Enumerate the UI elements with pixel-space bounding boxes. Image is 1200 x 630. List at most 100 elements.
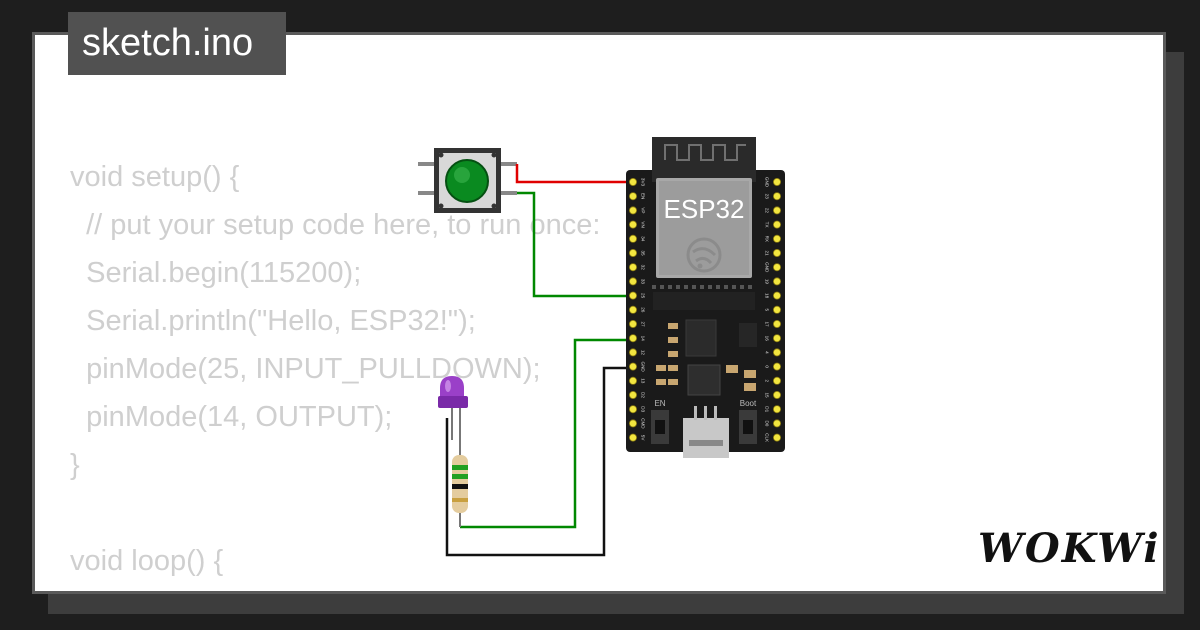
en-label: EN — [654, 399, 665, 408]
left-header-pin-label: 14 — [641, 336, 646, 342]
left-header-pin[interactable] — [629, 362, 638, 371]
right-header-pin[interactable] — [773, 348, 782, 357]
left-header-pin[interactable] — [629, 376, 638, 385]
right-header-pin-label: 16 — [765, 336, 770, 342]
left-header-pin-label: 34 — [641, 236, 646, 242]
right-header-pin-label: 17 — [765, 321, 770, 327]
left-header-pin-label: VP — [641, 207, 646, 213]
left-header-pin[interactable] — [629, 419, 638, 428]
right-header-pin[interactable] — [773, 277, 782, 286]
right-header-pin-label: GND — [765, 262, 770, 273]
right-header-pin-label: 18 — [765, 293, 770, 299]
esp32-board[interactable]: ESP32 EN Boot — [626, 137, 785, 458]
right-header-pin-label: TX — [765, 222, 770, 228]
right-header-pin[interactable] — [773, 405, 782, 414]
espressif-logo-icon — [686, 237, 722, 273]
wire-green-button — [517, 191, 633, 298]
left-header-pin-label: 26 — [641, 307, 646, 313]
left-header-pin[interactable] — [629, 263, 638, 272]
left-header-pin[interactable] — [629, 390, 638, 399]
right-header-pin[interactable] — [773, 177, 782, 186]
right-header-pin-label: 22 — [765, 208, 770, 214]
left-header-pin-label: GND — [641, 361, 646, 372]
right-header-pin[interactable] — [773, 390, 782, 399]
code-preview: void setup() { // put your setup code he… — [70, 153, 665, 591]
right-header-pin-label: 5 — [765, 309, 770, 312]
left-header-pin[interactable] — [629, 305, 638, 314]
right-header-pin[interactable] — [773, 433, 782, 442]
left-header-pin[interactable] — [629, 220, 638, 229]
right-header-pin-label: 2 — [765, 380, 770, 383]
code-line: void loop() { — [70, 545, 224, 577]
left-header-pin[interactable] — [629, 206, 638, 215]
code-line: } — [70, 449, 80, 481]
resistor[interactable] — [452, 440, 468, 527]
code-line: pinMode(25, INPUT_PULLDOWN); — [70, 353, 541, 385]
left-header-pin-label: 12 — [641, 350, 646, 356]
code-line: // put your setup code here, to run once… — [70, 209, 601, 241]
wire-black — [445, 366, 633, 557]
code-line: Serial.begin(115200); — [70, 257, 362, 289]
right-header-pin-label: CLK — [765, 433, 770, 443]
right-header-pin[interactable] — [773, 206, 782, 215]
left-header-pin[interactable] — [629, 348, 638, 357]
left-header-pin[interactable] — [629, 192, 638, 201]
code-line: pinMode(14, OUTPUT); — [70, 401, 393, 433]
code-line: Serial.println("Hello, ESP32!"); — [70, 305, 476, 337]
left-header-pin[interactable] — [629, 319, 638, 328]
right-header-pin-label: D0 — [765, 420, 770, 426]
shield-pins — [652, 285, 752, 289]
left-header-pin-label: 13 — [641, 378, 646, 384]
left-header-pin[interactable] — [629, 277, 638, 286]
right-header-pin[interactable] — [773, 192, 782, 201]
left-header-pin-label: 3V3 — [641, 178, 646, 187]
right-header-pin-label: 0 — [765, 365, 770, 368]
wokwi-logo: WOKWi — [978, 525, 1161, 572]
left-header-pin-label: D3 — [641, 406, 646, 412]
right-header-pin-label: GND — [765, 177, 770, 188]
chip-label: ESP32 — [664, 194, 745, 224]
left-header-pin[interactable] — [629, 405, 638, 414]
left-header-pin[interactable] — [629, 291, 638, 300]
file-tab[interactable]: sketch.ino — [68, 12, 286, 75]
right-header-pin[interactable] — [773, 291, 782, 300]
left-header-pin[interactable] — [629, 433, 638, 442]
right-header-pin-label: RX — [765, 236, 770, 242]
left-header-pin[interactable] — [629, 334, 638, 343]
right-header-pin[interactable] — [773, 305, 782, 314]
right-header-pin-label: 23 — [765, 194, 770, 200]
right-header-pin[interactable] — [773, 234, 782, 243]
left-header-pin-label: 27 — [641, 321, 646, 327]
left-header-pin-label: 35 — [641, 250, 646, 256]
left-header-pin[interactable] — [629, 177, 638, 186]
right-header-pin[interactable] — [773, 376, 782, 385]
left-header-pin-label: 32 — [641, 265, 646, 271]
right-header-pin[interactable] — [773, 263, 782, 272]
right-header-pin[interactable] — [773, 334, 782, 343]
right-header-pin[interactable] — [773, 220, 782, 229]
wire-green-led — [460, 338, 633, 529]
left-header-pin-label: D2 — [641, 392, 646, 398]
left-header-pin-label: 5V — [641, 435, 646, 442]
right-header-pin[interactable] — [773, 319, 782, 328]
right-header-pin-label: 21 — [765, 250, 770, 256]
code-line: void setup() { — [70, 161, 240, 193]
pushbutton[interactable] — [418, 148, 517, 213]
left-header-pins: 3V3ENVPVN343532332526271412GND13D2D3CMD5… — [629, 177, 646, 442]
boot-button[interactable] — [739, 410, 757, 444]
left-header-pin-label: CMD — [641, 418, 646, 429]
left-header-pin[interactable] — [629, 234, 638, 243]
boot-label: Boot — [740, 399, 757, 408]
right-header-pin[interactable] — [773, 248, 782, 257]
led[interactable] — [438, 376, 468, 440]
left-header-pin[interactable] — [629, 248, 638, 257]
en-button[interactable] — [651, 410, 669, 444]
wire-red — [515, 164, 633, 184]
left-header-pin-label: VN — [641, 221, 646, 227]
right-header-pin-label: D1 — [765, 406, 770, 412]
left-header-pin-label: 25 — [641, 293, 646, 299]
right-header-pin[interactable] — [773, 362, 782, 371]
right-header-pin[interactable] — [773, 419, 782, 428]
left-header-pin-label: 33 — [641, 279, 646, 285]
project-card: void setup() { // put your setup code he… — [32, 32, 1166, 594]
